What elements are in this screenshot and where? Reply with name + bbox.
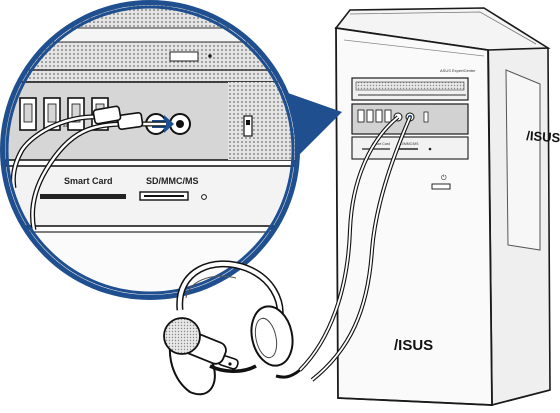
- power-icon: ⏻: [441, 174, 447, 182]
- tower-model-caption: ASUS ExpertCenter: [440, 68, 476, 73]
- tower-front-logo: /ISUS: [394, 337, 433, 354]
- smart-card-slot: [40, 194, 126, 199]
- power-button[interactable]: [432, 184, 450, 189]
- tower-side-logo: /ISUS: [526, 128, 560, 145]
- pc-tower: ASUS ExpertCenter Smart Card SD/MMC/MS ⏻…: [336, 8, 560, 405]
- smart-card-label: Smart Card: [64, 176, 113, 186]
- zoom-callout: ss Smart Card SD/MMC/MS: [0, 0, 342, 310]
- sd-mmc-ms-label: SD/MMC/MS: [146, 176, 199, 186]
